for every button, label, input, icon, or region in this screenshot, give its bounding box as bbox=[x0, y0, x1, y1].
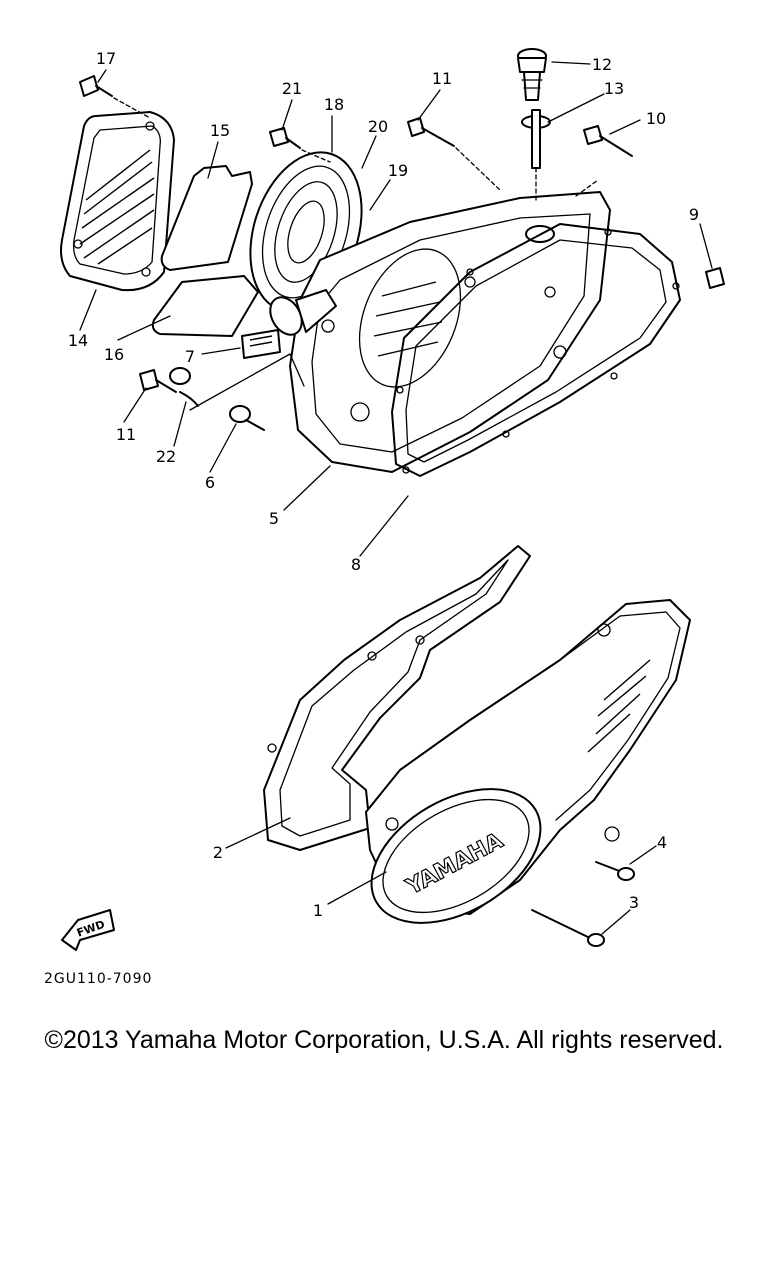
callout-22: 22 bbox=[156, 447, 176, 466]
callout-3: 3 bbox=[629, 893, 639, 912]
callout-20: 20 bbox=[368, 117, 388, 136]
part-3-long-bolt bbox=[531, 909, 605, 947]
callout-11-lower: 11 bbox=[116, 425, 136, 444]
part-22-clip bbox=[169, 367, 199, 407]
callout-11-upper: 11 bbox=[432, 69, 452, 88]
callout-12: 12 bbox=[592, 55, 612, 74]
part-15-plate bbox=[160, 165, 253, 271]
part-12-oil-filler-plug bbox=[517, 48, 547, 101]
part-17-screw bbox=[79, 75, 151, 119]
part-9-plug bbox=[705, 267, 725, 289]
callout-2: 2 bbox=[213, 843, 223, 862]
callout-1: 1 bbox=[313, 901, 323, 920]
callout-4: 4 bbox=[657, 833, 667, 852]
leader-19 bbox=[369, 179, 391, 211]
callout-8: 8 bbox=[351, 555, 361, 574]
callout-13: 13 bbox=[604, 79, 624, 98]
part-10-bolt bbox=[575, 125, 633, 197]
callout-18: 18 bbox=[324, 95, 344, 114]
part-8-gasket bbox=[391, 223, 681, 477]
part-7-seal bbox=[189, 329, 305, 411]
part-11-bolt-upper bbox=[407, 117, 501, 191]
callout-16: 16 bbox=[104, 345, 124, 364]
callout-17: 17 bbox=[96, 49, 116, 68]
part-11-bolt-lower bbox=[139, 369, 177, 393]
callout-numbers: 17 15 14 16 21 18 20 19 11 12 13 10 9 7 … bbox=[68, 49, 699, 920]
callout-19: 19 bbox=[388, 161, 408, 180]
part-6-drain-bolt bbox=[229, 405, 265, 431]
part-16-gasket bbox=[151, 275, 259, 337]
part-1-crankcase-cover: YAMAHA bbox=[365, 599, 691, 924]
part-4-screw bbox=[595, 861, 635, 881]
callout-9: 9 bbox=[689, 205, 699, 224]
leader-lines bbox=[79, 61, 713, 935]
part-14-outer-cover bbox=[60, 111, 175, 292]
callout-10: 10 bbox=[646, 109, 666, 128]
copyright-notice: ©2013 Yamaha Motor Corporation, U.S.A. A… bbox=[44, 1026, 724, 1054]
part-13-o-ring bbox=[521, 109, 551, 201]
callout-6: 6 bbox=[205, 473, 215, 492]
callout-5: 5 bbox=[269, 509, 279, 528]
callout-7: 7 bbox=[185, 347, 195, 366]
callout-14: 14 bbox=[68, 331, 88, 350]
part-5-crankcase-cover bbox=[269, 191, 611, 473]
diagram-code: 2GU110-7090 bbox=[44, 971, 153, 987]
part-21-bolt bbox=[269, 127, 331, 163]
callout-21: 21 bbox=[282, 79, 302, 98]
fwd-arrow-icon: FWD bbox=[61, 909, 115, 951]
callout-15: 15 bbox=[210, 121, 230, 140]
exploded-parts-diagram: YAMAHA FWD bbox=[60, 48, 725, 951]
